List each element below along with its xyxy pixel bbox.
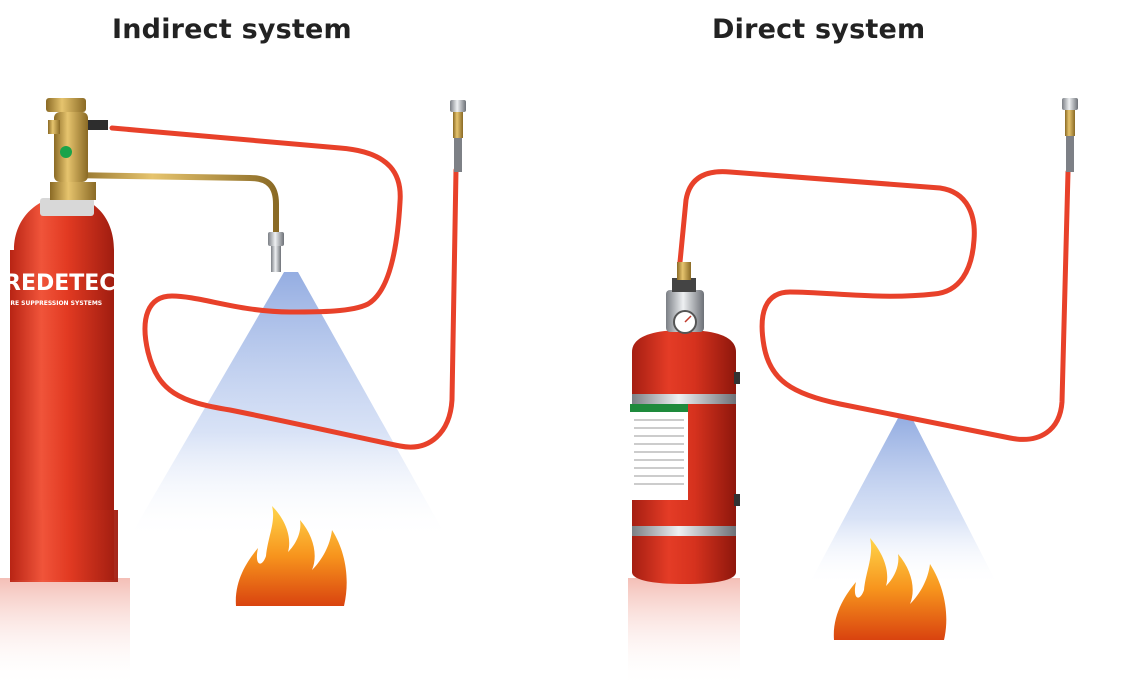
direct-detection-tube xyxy=(677,169,1071,442)
detection-tube-end-icon-direct xyxy=(1062,98,1078,172)
direct-spray-cone xyxy=(808,418,998,586)
indirect-system-title: Indirect system xyxy=(112,14,352,45)
flame-icon xyxy=(235,506,347,606)
direct-system-title: Direct system xyxy=(712,14,926,45)
cylinder-subtitle-label: FIRE SUPPRESSION SYSTEMS xyxy=(4,300,102,307)
discharge-pipe xyxy=(69,172,279,232)
pressure-gauge-icon xyxy=(666,262,704,334)
indirect-detection-tube xyxy=(109,125,459,450)
direct-system xyxy=(628,98,1078,687)
indirect-system: REDETEC FIRE SUPPRESSION SYSTEMS xyxy=(0,98,466,687)
flame-icon-direct xyxy=(833,538,947,640)
cylinder-brand-label: REDETEC xyxy=(4,271,115,296)
valve-icon xyxy=(46,98,108,200)
fire-cylinder-icon: REDETEC FIRE SUPPRESSION SYSTEMS xyxy=(4,196,118,582)
fire-cylinder-icon-direct xyxy=(630,330,740,584)
nozzle-icon xyxy=(268,232,284,272)
cylinder-reflection-direct xyxy=(628,578,740,687)
indirect-spray-cone xyxy=(128,272,448,540)
cylinder-reflection xyxy=(0,578,130,687)
detection-tube-end-icon xyxy=(450,100,466,172)
